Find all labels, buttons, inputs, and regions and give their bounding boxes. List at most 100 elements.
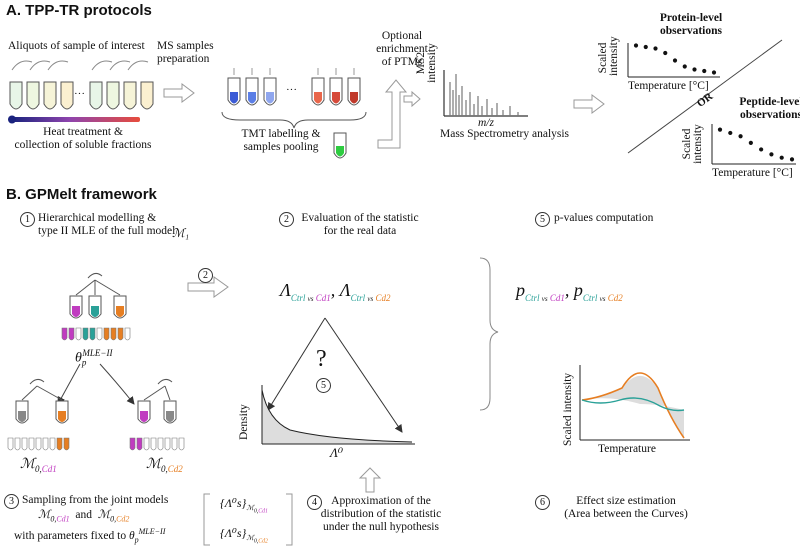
tree-cd2-tubes (137, 400, 177, 424)
small-tube (124, 327, 131, 341)
step5-number: 5 (535, 212, 550, 227)
protein-temperature-label: Temperature [°C] (628, 80, 709, 92)
hollow-arrow-a2 (377, 79, 421, 149)
right-brace (479, 257, 499, 411)
step3-line1: Sampling from the joint models (22, 494, 169, 506)
ellipsis-ms: ··· (286, 84, 297, 96)
melting-point (653, 46, 658, 51)
ms-analysis-label: Mass Spectrometry analysis (440, 128, 570, 140)
small-tube (150, 437, 157, 451)
peptide-plot-axes (711, 124, 796, 165)
protein-plot-axes (627, 43, 720, 78)
melting-point (682, 64, 687, 69)
step5-triangle-number: 5 (316, 378, 331, 393)
bracket-left-samples (203, 493, 293, 546)
melting-point (789, 157, 795, 162)
tree-cd1-tubes (15, 400, 69, 424)
melting-point (717, 127, 723, 132)
step4-number: 4 (307, 495, 322, 510)
step3-line2: ℳ0,Cd1 and ℳ0,Cd2 (38, 509, 130, 524)
step1-model: ℳ₁ (172, 226, 190, 240)
protein-plot-dots (633, 43, 717, 75)
melting-point (702, 68, 707, 74)
small-tube (63, 437, 70, 451)
small-tube (21, 437, 28, 451)
melting-point (663, 50, 668, 56)
step6-number: 6 (535, 495, 550, 510)
heat-gradient-bar (12, 117, 140, 122)
peptide-level-title: Peptide-level observations (739, 96, 800, 121)
peptide-plot-dots (717, 127, 795, 162)
small-tube (117, 327, 124, 341)
small-tube (103, 327, 110, 341)
step4-label: Approximation of the distribution of the… (320, 495, 442, 533)
small-tube (61, 327, 68, 341)
tree-full-small-tubes (61, 327, 131, 341)
step1-label: Hierarchical modelling & type II MLE of … (38, 212, 176, 237)
melting-point (769, 152, 774, 157)
scaled-intensity-axis: Scaled intensity (562, 372, 574, 446)
theta-symbol: θpMLE−II (75, 348, 113, 368)
small-tube (89, 327, 96, 341)
tree-full-model (75, 272, 121, 296)
small-tube (82, 327, 89, 341)
density-axis-label: Density (238, 404, 250, 440)
section-b-title: B. GPMelt framework (6, 186, 157, 203)
step6-label: Effect size estimation (Area between the… (564, 495, 688, 520)
step3-line3: with parameters fixed to θpMLE−II (14, 527, 166, 545)
model-cd1-label: ℳ0,Cd1 (20, 457, 57, 474)
p-values: pCtrl vs Cd1, pCtrl vs Cd2 (516, 280, 623, 303)
optional-ptm-label: Optional enrichment of PTMs (376, 30, 428, 68)
hollow-arrow-step4 (358, 467, 382, 493)
melting-point (738, 134, 743, 139)
step3-number: 3 (4, 494, 19, 509)
pool-brace (221, 111, 367, 129)
heat-treatment-label: Heat treatment & collection of soluble f… (14, 126, 152, 151)
step2-number: 2 (279, 212, 294, 227)
model-cd2-label: ℳ0,Cd2 (146, 457, 183, 474)
hollow-arrow-a3 (573, 94, 605, 114)
melting-point (728, 130, 733, 136)
density-plot (261, 385, 415, 445)
melting-point (779, 155, 784, 160)
small-tube (68, 327, 75, 341)
small-tube (49, 437, 56, 451)
question-mark: ? (316, 346, 327, 372)
triangle-arrows (267, 317, 403, 433)
lambda-statistics: ΛCtrl vs Cd1, ΛCtrl vs Cd2 (280, 280, 391, 303)
peptide-temperature-label: Temperature [°C] (712, 167, 793, 179)
pooled-tube (333, 132, 347, 159)
tree-cd1 (21, 378, 63, 401)
small-tube (7, 437, 14, 451)
small-tube (28, 437, 35, 451)
melting-point (692, 67, 697, 72)
aliquot-tubes-left (9, 81, 154, 110)
step2-label: Evaluation of the statistic for the real… (301, 212, 419, 237)
ellipsis-left: ··· (74, 88, 85, 100)
small-tube (143, 437, 150, 451)
lambda-set-cd1: {Λ⁰s}ℳ0,Cd1 (220, 496, 268, 515)
melting-point (711, 70, 717, 75)
step5-label: p-values computation (554, 212, 654, 224)
tree-cd1-small-tubes (7, 437, 70, 451)
melting-point (748, 140, 753, 145)
small-tube (75, 327, 82, 341)
protein-scaled-intensity: Scaled intensity (597, 36, 620, 76)
hollow-arrow-step2 (187, 276, 229, 298)
pipette-arcs (11, 60, 149, 71)
melting-point (759, 147, 764, 152)
lambda-set-cd2: {Λ⁰s}ℳ0,Cd2 (220, 526, 268, 545)
small-tube (110, 327, 117, 341)
ms2-intensity-axis: MS2 intensity (415, 43, 438, 83)
small-tube (157, 437, 164, 451)
ms-prep-tubes (227, 77, 361, 106)
step1-number: 1 (20, 212, 35, 227)
tree-cd2 (143, 378, 173, 401)
ms-spectrum (443, 70, 528, 117)
small-tube (42, 437, 49, 451)
step2-arrow-number: 2 (198, 268, 213, 283)
lambda0-axis-label: Λ⁰ (330, 445, 344, 460)
mz-axis-label: m/z (478, 117, 494, 129)
temperature-axis: Temperature (598, 443, 656, 455)
small-tube (164, 437, 171, 451)
